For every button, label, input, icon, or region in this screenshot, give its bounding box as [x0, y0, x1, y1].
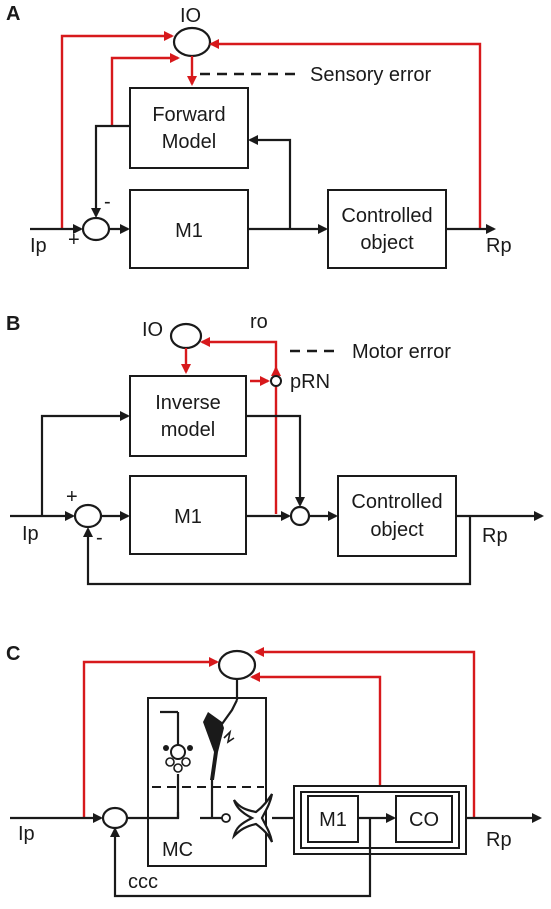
co-box [395, 795, 453, 843]
plus-sign: + [68, 229, 80, 251]
prn-label: pRN [290, 371, 330, 393]
summing-junction [101, 806, 129, 830]
minus-sign: - [104, 191, 111, 213]
forward-model-label-2: Model [162, 131, 216, 153]
m1-box [129, 475, 247, 555]
controlled-object-box [327, 189, 447, 269]
inverse-model-box [129, 375, 247, 457]
forward-model-box [129, 87, 249, 169]
io-node [172, 26, 212, 58]
motor-error-label: Motor error [352, 341, 451, 363]
controlled-object-label-2: object [370, 519, 424, 541]
rp-label: Rp [486, 829, 512, 851]
pyramidal-neuron-icon [200, 679, 239, 820]
forward-model-label-1: Forward [152, 104, 225, 126]
fm-to-sum-line [91, 124, 130, 218]
ip-to-im-line [40, 411, 130, 516]
m1-to-io-red-line [250, 672, 382, 818]
ccc-feedback-line [110, 818, 372, 898]
ip-label: Ip [30, 235, 47, 257]
ip-to-io-red-line [60, 31, 174, 228]
panel-c-letter: C [6, 643, 20, 665]
m1-label: M1 [174, 506, 202, 528]
star-neuron-icon [231, 793, 274, 843]
prn-node [270, 375, 282, 387]
input-summing-junction [73, 503, 103, 529]
ip-label: Ip [18, 823, 35, 845]
rp-to-io-red-line [209, 39, 482, 228]
rp-to-io-red-line [254, 647, 476, 818]
m1-label: M1 [175, 220, 203, 242]
inverse-model-label-2: model [161, 419, 215, 441]
interneuron-icon [163, 744, 193, 773]
ip-to-io-red-line [82, 657, 219, 818]
panel-b-letter: B [6, 313, 20, 335]
io-node [217, 649, 257, 681]
controlled-object-label-1: Controlled [341, 205, 432, 227]
io-label: IO [142, 319, 163, 341]
m1-to-fm-line [248, 135, 292, 229]
m1-box [129, 189, 249, 269]
panel-c: C MC [6, 643, 542, 898]
io-label: IO [180, 5, 201, 27]
feedback-line [83, 516, 472, 586]
mc-label: MC [162, 839, 193, 861]
m1-label: M1 [319, 809, 347, 831]
panel-a: A IO Sensory error Forward Model M1 Cont… [6, 3, 512, 269]
panel-b: B IO ro nr pRN Motor error Inverse model… [6, 311, 544, 586]
m1-box [307, 795, 359, 843]
rp-label: Rp [486, 235, 512, 257]
inverse-model-label-1: Inverse [155, 392, 221, 414]
controlled-object-label-1: Controlled [351, 491, 442, 513]
prn-to-io-red-line [200, 337, 278, 376]
minus-sign: - [96, 527, 103, 549]
synapse-icon [221, 813, 231, 823]
sensory-error-label: Sensory error [310, 64, 431, 86]
rp-label: Rp [482, 525, 508, 547]
plus-sign: + [66, 486, 78, 508]
controlled-object-label-2: object [360, 232, 414, 254]
co-label: CO [409, 809, 439, 831]
ro-label: ro [250, 311, 268, 333]
controlled-object-box [337, 475, 457, 557]
plant-inner-box [300, 791, 460, 849]
panel-a-letter: A [6, 3, 20, 25]
summing-junction [81, 216, 111, 242]
ccc-label: ccc [128, 871, 158, 893]
fm-to-io-red-line [110, 53, 180, 126]
io-node [169, 322, 203, 350]
output-summing-junction [289, 505, 311, 527]
im-to-sum-line [246, 414, 305, 507]
ip-label: Ip [22, 523, 39, 545]
